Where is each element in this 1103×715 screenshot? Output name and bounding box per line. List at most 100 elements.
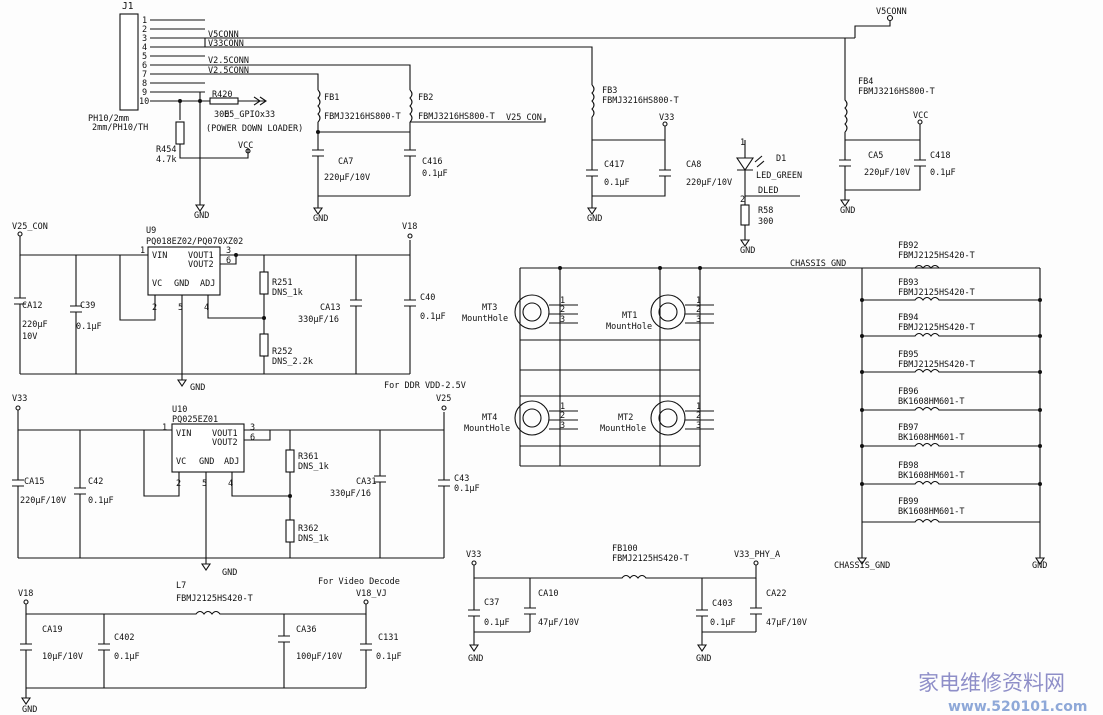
j1-pin: 4	[142, 43, 147, 53]
mt4-pin3: 3	[560, 421, 565, 431]
net-label-gnd: GND	[587, 214, 602, 224]
fb96-value: BK1608HM601-T	[898, 397, 965, 407]
net-label-v18-vj: V18_VJ	[356, 589, 387, 599]
ca7-ref: CA7	[338, 157, 353, 167]
fb98-value: BK1608HM601-T	[898, 471, 965, 481]
ferrite-fb4: FB4 FBMJ3216HS800-T VCC CA5 220μF/10V C4…	[839, 38, 956, 216]
c39-value: 0.1μF	[76, 322, 102, 332]
r252-ref: R252	[272, 347, 292, 357]
net-label-v5conn: V5CONN	[876, 7, 907, 17]
u10-pin3: 3	[250, 423, 255, 433]
d1-value: LED_GREEN	[756, 171, 802, 181]
watermark-url: www.520101.com	[948, 699, 1088, 715]
u10-pin-vout2: VOUT2	[212, 438, 238, 448]
u10-pin-vout1: VOUT1	[212, 429, 238, 439]
r252-value: DNS_2.2k	[272, 357, 313, 367]
ca31-ref: CA31	[356, 477, 376, 487]
ca5-value: 220μF/10V	[864, 168, 910, 178]
l7-value: FBMJ2125HS420-T	[176, 594, 253, 604]
ca10-ref: CA10	[538, 589, 558, 599]
net-label-vcc: VCC	[238, 141, 253, 151]
u9-pin3: 3	[226, 246, 231, 256]
note-ddr: For DDR VDD-2.5V	[384, 381, 466, 391]
d1-ref: D1	[776, 154, 786, 164]
net-label-v33: V33	[466, 550, 481, 560]
c37-value: 0.1μF	[484, 618, 510, 628]
net-label-v25conn: V2.5CONN	[208, 56, 249, 66]
mt3-hole	[514, 294, 550, 330]
r58-value: 300	[758, 217, 773, 227]
ferrite-fb1: FB1 FBMJ3216HS800-T CA7 220μF/10V	[312, 89, 410, 197]
fb94-value: FBMJ2125HS420-T	[898, 323, 975, 333]
ca36-value: 100μF/10V	[296, 652, 342, 662]
c403-value: 0.1μF	[710, 618, 736, 628]
net-label-v25-con: V25_CON	[12, 222, 48, 232]
net-label-v25conn: V2.5CONN	[208, 66, 249, 76]
j1-pin: 6	[142, 61, 147, 71]
mt2-ref: MT2	[618, 413, 633, 423]
c416-value: 0.1μF	[422, 169, 448, 179]
fb97-value: BK1608HM601-T	[898, 433, 965, 443]
j1-pins: 1 2 3 4 5 6 7 8 9 10	[139, 16, 149, 107]
net-label-gnd: GND	[222, 568, 237, 578]
u10-pin6: 6	[250, 433, 255, 443]
mt2-hole	[650, 400, 686, 436]
ca8-ref: CA8	[686, 160, 701, 170]
c418-value: 0.1μF	[930, 168, 956, 178]
c402-value: 0.1μF	[114, 652, 140, 662]
c40-ref: C40	[420, 293, 435, 303]
ferrite-fb2: FB2 FBMJ3216HS800-T C416 0.1μF V25_CON	[318, 89, 546, 196]
ca8-value: 220μF/10V	[686, 178, 732, 188]
c417-value: 0.1μF	[604, 178, 630, 188]
j1-note: PH10/2mm	[88, 114, 129, 124]
net-label-gnd: GND	[1032, 561, 1047, 571]
mt1-ref: MT1	[622, 311, 637, 321]
r362-value: DNS_1k	[298, 534, 329, 544]
c43-value: 0.1μF	[454, 484, 480, 494]
j1-note: 2mm/PH10/TH	[92, 123, 148, 133]
net-label-gnd: GND	[190, 383, 205, 393]
r251-ref: R251	[272, 278, 292, 288]
r362-ref: R362	[298, 524, 318, 534]
d1-pin2: 2	[740, 195, 745, 205]
fb2-ref: FB2	[418, 93, 433, 103]
mt3-pin1: 1	[560, 296, 565, 306]
watermark-text: 家电维修资料网	[918, 671, 1065, 695]
u9-value: PQ018EZ02/PQ070XZ02	[146, 237, 243, 247]
u10-pin-gnd: GND	[199, 457, 214, 467]
c131-value: 0.1μF	[376, 652, 402, 662]
net-label-gpio: E5_GPIOx33	[224, 110, 275, 120]
mt4-ref: MT4	[482, 413, 497, 423]
fb95-ref: FB95	[898, 350, 918, 360]
mt3-value: MountHole	[462, 314, 508, 324]
mt3-ref: MT3	[482, 303, 497, 313]
net-label-gnd: GND	[740, 246, 755, 256]
fb100-value: FBMJ2125HS420-T	[612, 554, 689, 564]
ca12-value: 10V	[22, 332, 37, 342]
fb100-ref: FB100	[612, 544, 638, 554]
fb92-ref: FB92	[898, 241, 918, 251]
c40-value: 0.1μF	[420, 312, 446, 322]
u9-pin-vin: VIN	[152, 251, 167, 261]
mt4-pin1: 1	[560, 402, 565, 412]
c42-ref: C42	[88, 477, 103, 487]
fb2-value: FBMJ3216HS800-T	[418, 112, 495, 122]
resistor-r454: R454 4.7k VCC	[156, 121, 253, 165]
mt1-value: MountHole	[606, 322, 652, 332]
j1-pin: 7	[142, 70, 147, 80]
c418-ref: C418	[930, 151, 950, 161]
fb98-ref: FB98	[898, 461, 918, 471]
ca10-value: 47μF/10V	[538, 618, 579, 628]
c43-ref: C43	[454, 474, 469, 484]
connector-j1: J1 1 2 3 4 5 6 7 8 9 10 PH10/2mm 2mm/PH1…	[88, 1, 205, 133]
c417-ref: C417	[604, 160, 624, 170]
fb99-ref: FB99	[898, 497, 918, 507]
mt1-pin3: 3	[696, 315, 701, 325]
net-label-v5conn: V5CONN	[208, 30, 239, 40]
fb4-value: FBMJ3216HS800-T	[858, 87, 935, 97]
j1-pin: 2	[142, 25, 147, 35]
fb1-value: FBMJ3216HS800-T	[324, 112, 401, 122]
mt3-pin2: 2	[560, 305, 565, 315]
net-label-gnd: GND	[194, 211, 209, 221]
c39-ref: C39	[80, 301, 95, 311]
